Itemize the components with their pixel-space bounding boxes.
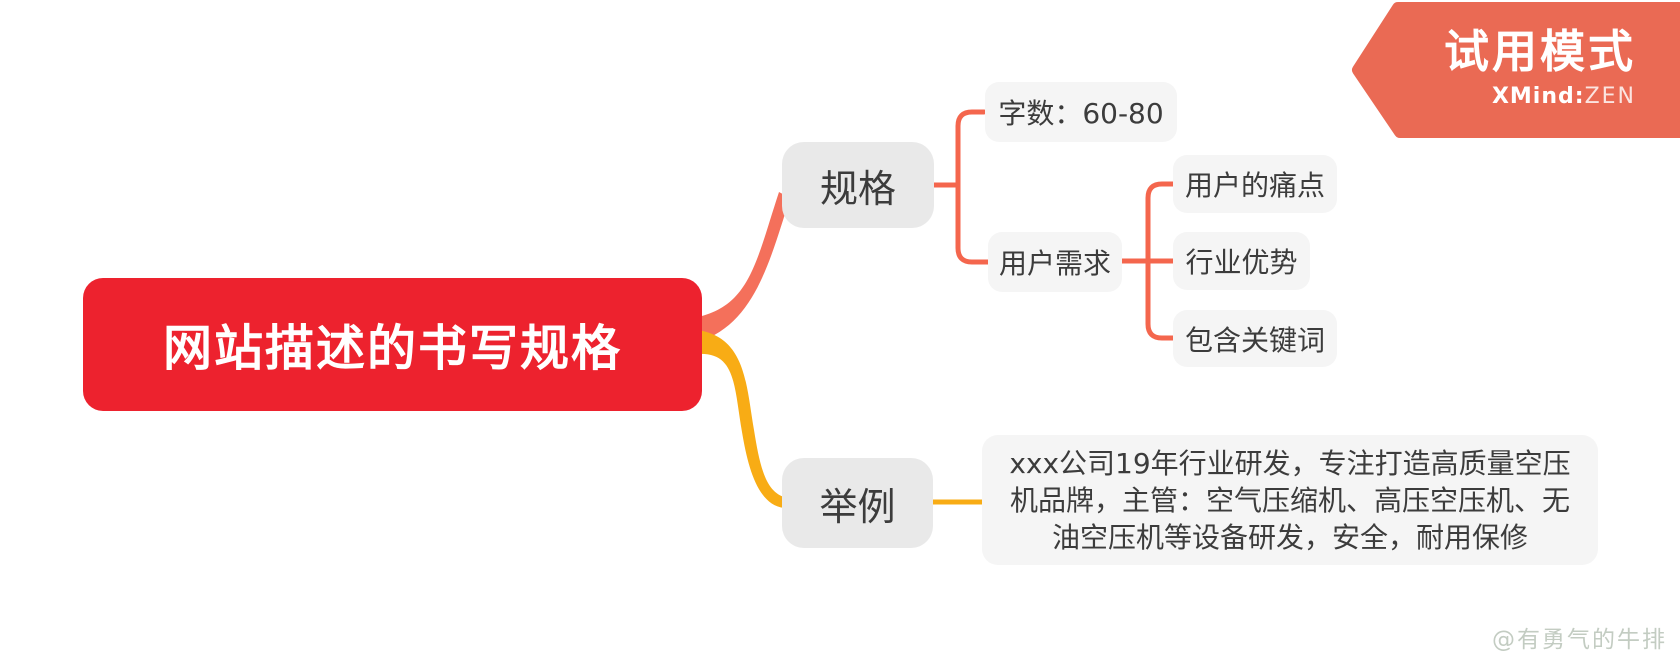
connector-root-spec <box>698 192 790 342</box>
topic-spec[interactable]: 规格 <box>782 142 934 228</box>
connector-userneeds-children <box>1119 181 1176 341</box>
connector-root-example <box>698 330 784 508</box>
topic-industry-advantage[interactable]: 行业优势 <box>1173 232 1310 290</box>
topic-word-count[interactable]: 字数：60-80 <box>985 82 1177 142</box>
topic-user-needs[interactable]: 用户需求 <box>988 232 1122 292</box>
trial-mode-badge[interactable]: 试用模式 XMind:ZEN <box>1380 24 1636 109</box>
topic-root[interactable]: 网站描述的书写规格 <box>83 278 702 411</box>
watermark: @有勇气的牛排 <box>1492 627 1667 652</box>
topic-pain-point[interactable]: 用户的痛点 <box>1173 155 1337 213</box>
topic-example-text[interactable]: xxx公司19年行业研发，专注打造高质量空压机品牌，主管：空气压缩机、高压空压机… <box>982 435 1598 565</box>
trial-mode-title: 试用模式 <box>1443 25 1636 78</box>
brand-xmind: XMind <box>1491 84 1575 109</box>
topic-example[interactable]: 举例 <box>782 458 933 548</box>
brand-zen: ZEN <box>1584 84 1636 109</box>
topic-keywords[interactable]: 包含关键词 <box>1173 310 1337 367</box>
brand-separator: : <box>1574 84 1585 109</box>
connector-spec-children <box>930 109 991 265</box>
xmind-zen-logo: XMind:ZEN <box>1492 84 1636 109</box>
